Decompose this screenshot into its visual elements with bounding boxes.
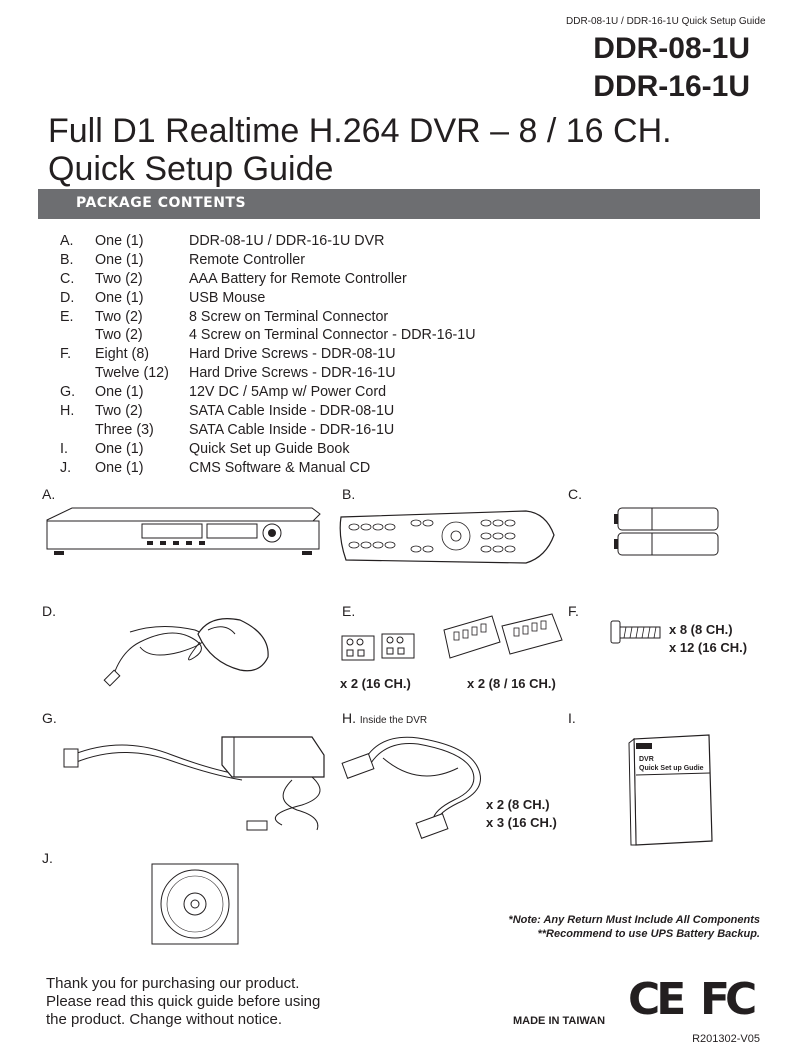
fcc-logo: FC [700, 974, 757, 1025]
made-in-label: MADE IN TAIWAN [513, 1015, 606, 1027]
figure-label-b: B. [342, 486, 356, 502]
model-name-1: DDR-08-1U [593, 32, 750, 65]
thanks-line-1: Thank you for purchasing our product. [46, 975, 300, 992]
thanks-line-3: the product. Change without notice. [46, 1011, 282, 1028]
dvr-unit-image [46, 507, 321, 555]
figure-label-h: H. Inside the DVR [342, 710, 428, 726]
remote-controller-image [339, 510, 555, 564]
caption-e-1: x 2 (16 CH.) [340, 676, 411, 691]
caption-h-1: x 2 (8 CH.) [486, 797, 550, 812]
page-title-line-1: Full D1 Realtime H.264 DVR – 8 / 16 CH. [48, 112, 672, 150]
terminal-connector-large-image [443, 613, 563, 659]
quick-guide-book-image [628, 734, 713, 846]
sata-cable-image [341, 736, 481, 839]
document-code: R201302-V05 [692, 1033, 760, 1045]
caption-f-1: x 8 (8 CH.) [669, 622, 733, 637]
thanks-line-2: Please read this quick guide before usin… [46, 993, 321, 1010]
power-adapter-image [63, 736, 325, 831]
caption-f-2: x 12 (16 CH.) [669, 640, 748, 655]
return-note: *Note: Any Return Must Include All Compo… [508, 914, 760, 926]
model-name-2: DDR-16-1U [593, 70, 750, 103]
figure-label-g: G. [42, 710, 57, 726]
figure-label-f: F. [568, 603, 579, 619]
caption-h-2: x 3 (16 CH.) [486, 815, 557, 830]
usb-mouse-image [103, 618, 269, 687]
book-title-2: Quick Set up Gudie [639, 765, 704, 772]
header-doc-title: DDR-08-1U / DDR-16-1U Quick Setup Guide [566, 16, 766, 27]
software-cd-image [151, 863, 239, 945]
figure-label-h-sub: Inside the DVR [359, 715, 428, 726]
ups-note: **Recommend to use UPS Battery Backup. [537, 928, 760, 940]
figure-label-a: A. [42, 486, 56, 502]
caption-e-2: x 2 (8 / 16 CH.) [467, 676, 556, 691]
battery-image [614, 507, 719, 556]
figure-label-i: I. [568, 710, 576, 726]
section-header-bar: PACKAGE CONTENTS [38, 189, 760, 219]
figure-label-c: C. [568, 486, 582, 502]
section-header-label: PACKAGE CONTENTS [76, 195, 247, 211]
page-title-line-2: Quick Setup Guide [48, 150, 334, 188]
ce-logo: CE [628, 974, 686, 1025]
hard-drive-screw-image [610, 620, 661, 644]
book-title-1: DVR [639, 756, 654, 763]
figure-label-d: D. [42, 603, 56, 619]
figure-label-j: J. [42, 850, 53, 866]
figure-label-e: E. [342, 603, 356, 619]
terminal-connector-small-image [341, 633, 415, 661]
